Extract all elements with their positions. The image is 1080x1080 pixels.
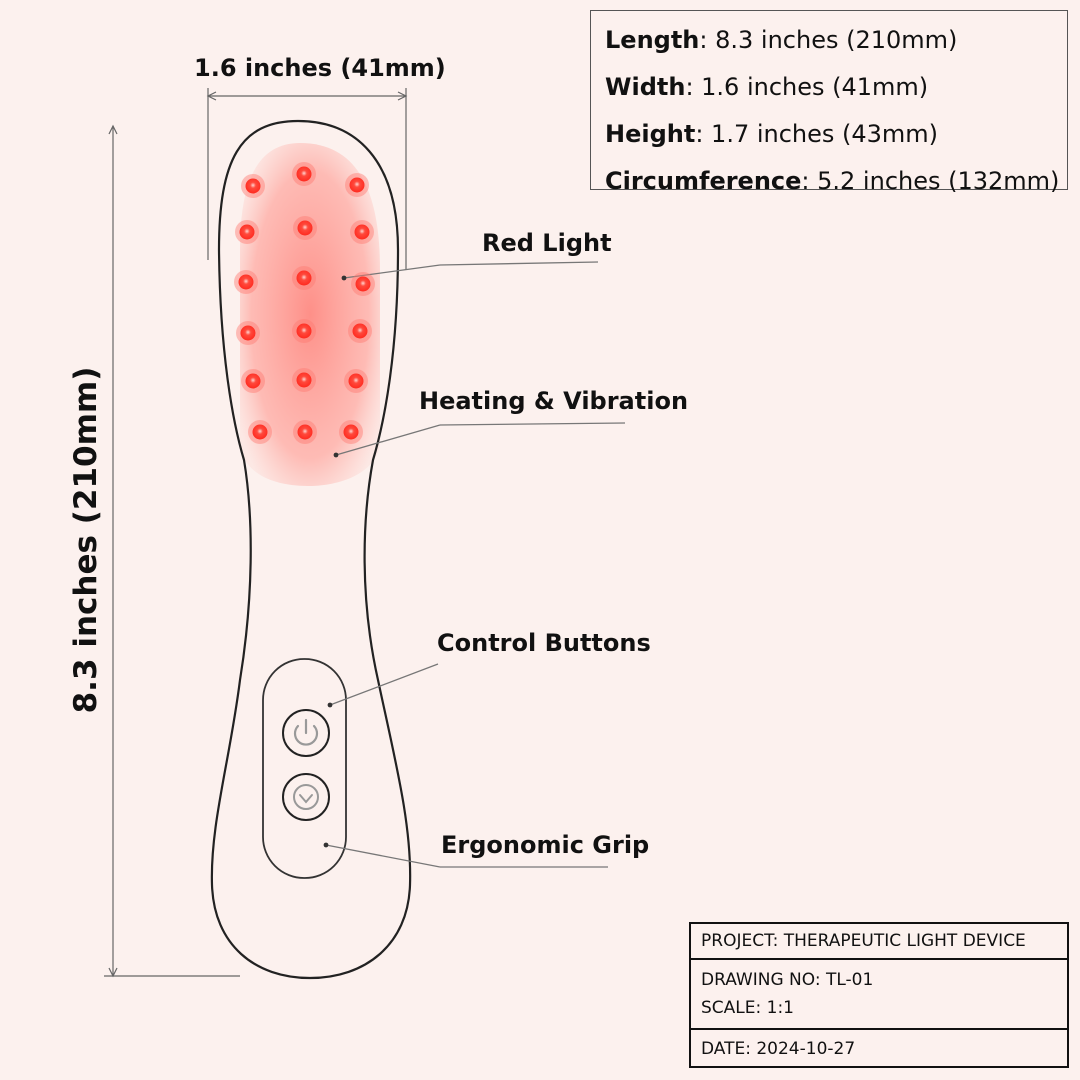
red-light-pad — [240, 143, 380, 486]
led-16 — [252, 424, 268, 440]
power-icon — [293, 718, 319, 746]
spec-height: Height: 1.7 inches (43mm) — [605, 120, 939, 148]
led-1 — [245, 178, 261, 194]
led-9 — [355, 276, 371, 292]
spec-circumference: Circumference: 5.2 inches (132mm) — [605, 167, 1060, 195]
title-block-date: DATE: 2024-10-27 — [701, 1039, 856, 1059]
led-5 — [297, 220, 313, 236]
led-17 — [297, 424, 313, 440]
length-dimension-line — [104, 124, 240, 978]
title-block-drawing-no: DRAWING NO: TL-01 — [701, 970, 874, 990]
led-3 — [349, 177, 365, 193]
led-4 — [239, 224, 255, 240]
grip-leader — [325, 844, 441, 868]
led-18 — [343, 424, 359, 440]
device-outline — [210, 119, 412, 980]
title-block: PROJECT: THERAPEUTIC LIGHT DEVICE DRAWIN… — [689, 922, 1069, 1068]
led-array — [234, 162, 375, 444]
led-15 — [348, 373, 364, 389]
specifications-box: Length: 8.3 inches (210mm) Width: 1.6 in… — [590, 10, 1068, 195]
red-light-leader — [343, 264, 441, 279]
led-6 — [354, 224, 370, 240]
control-panel — [262, 658, 347, 879]
led-2 — [296, 166, 312, 182]
length-dimension-label: 8.3 inches (210mm) — [68, 366, 104, 714]
title-block-scale: SCALE: 1:1 — [701, 998, 794, 1018]
leader-lines — [325, 261, 626, 868]
mode-button[interactable] — [282, 773, 330, 821]
title-block-project: PROJECT: THERAPEUTIC LIGHT DEVICE — [701, 931, 1026, 951]
led-7 — [238, 274, 254, 290]
callout-control-buttons: Control Buttons — [437, 629, 651, 657]
control-leader — [329, 663, 439, 706]
led-13 — [245, 373, 261, 389]
led-10 — [240, 325, 256, 341]
callout-red-light: Red Light — [482, 229, 612, 257]
led-14 — [296, 372, 312, 388]
width-dimension-label: 1.6 inches (41mm) — [194, 54, 446, 82]
spec-length: Length: 8.3 inches (210mm) — [605, 26, 958, 54]
spec-width: Width: 1.6 inches (41mm) — [605, 73, 929, 101]
led-8 — [296, 270, 312, 286]
callout-ergonomic-grip: Ergonomic Grip — [441, 831, 650, 859]
power-button[interactable] — [282, 709, 330, 757]
led-12 — [352, 323, 368, 339]
heating-leader — [335, 424, 441, 456]
callout-heating-vibration: Heating & Vibration — [419, 387, 689, 415]
width-dimension-line — [206, 88, 408, 270]
chevron-down-icon — [293, 784, 319, 810]
led-11 — [296, 323, 312, 339]
